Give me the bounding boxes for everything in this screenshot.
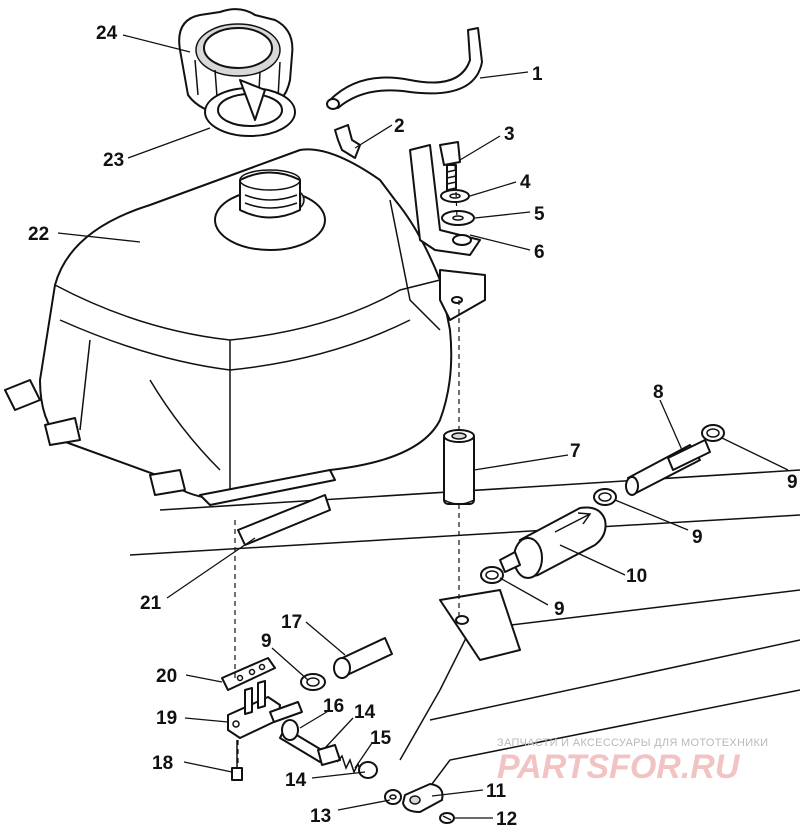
valve-knob — [402, 783, 444, 813]
spacer-tube — [443, 429, 475, 505]
callout-9-lower: 9 — [554, 599, 565, 620]
fuel-filter — [499, 506, 607, 579]
callout-17: 17 — [281, 612, 302, 633]
fuel-line-upper — [625, 439, 711, 496]
fuel-tank — [4, 148, 453, 506]
assembly-lines — [234, 164, 460, 765]
callout-19: 19 — [156, 708, 177, 729]
vent-fitting — [334, 124, 361, 159]
watermark: ЗАПЧАСТИ И АКСЕССУАРЫ ДЛЯ МОТОТЕХНИКИ PA… — [497, 737, 768, 786]
o-ring — [384, 789, 402, 805]
valve-gasket — [221, 657, 276, 691]
fuel-cap — [178, 8, 294, 117]
callout-5: 5 — [534, 204, 545, 225]
callout-15: 15 — [370, 728, 392, 749]
callout-8: 8 — [653, 382, 664, 403]
callout-6: 6 — [534, 242, 545, 263]
valve-stem — [279, 719, 341, 766]
watermark-tagline: ЗАПЧАСТИ И АКСЕССУАРЫ ДЛЯ МОТОТЕХНИКИ — [497, 737, 768, 749]
flat-washer — [441, 210, 475, 226]
callout-1: 1 — [532, 64, 543, 85]
callout-3: 3 — [504, 124, 515, 145]
lock-washer — [440, 189, 470, 203]
hose-clamp-upper — [701, 424, 725, 442]
mount-bolt — [439, 141, 461, 201]
callout-14-upper: 14 — [354, 702, 376, 723]
cap-gasket — [204, 79, 296, 137]
callout-4: 4 — [520, 172, 531, 193]
vent-hose — [326, 27, 483, 110]
callout-23: 23 — [103, 150, 124, 171]
callout-18: 18 — [152, 753, 173, 774]
leader-lines — [57, 34, 789, 819]
callout-9-mid: 9 — [692, 527, 703, 548]
valve-screw — [231, 740, 243, 781]
callout-12: 12 — [496, 809, 517, 828]
hose-clamp-lower — [480, 566, 504, 584]
callout-20: 20 — [156, 666, 177, 687]
callout-2: 2 — [394, 116, 405, 137]
callout-7: 7 — [570, 441, 581, 462]
callout-13: 13 — [310, 806, 331, 827]
hose-clamp-mid — [593, 488, 617, 506]
callout-16: 16 — [323, 696, 344, 717]
frame-mount-bracket — [439, 589, 521, 661]
callout-labels: 1 2 3 4 5 6 7 8 9 9 10 9 11 12 13 14 15 … — [28, 23, 798, 828]
fuel-valve — [227, 680, 303, 739]
callout-11: 11 — [486, 781, 507, 802]
tank-pad — [237, 494, 331, 546]
callout-21: 21 — [140, 593, 162, 614]
watermark-logo: PARTSFOR.RU — [497, 748, 741, 786]
callout-9-valve: 9 — [261, 631, 272, 652]
fuel-hose-lower — [333, 637, 393, 679]
callout-10: 10 — [626, 566, 647, 587]
callout-14-lower: 14 — [285, 770, 307, 791]
knob-screw — [439, 812, 455, 824]
callout-22: 22 — [28, 224, 49, 245]
hose-clamp-valve — [300, 673, 326, 691]
callout-24: 24 — [96, 23, 118, 44]
callout-9-upper: 9 — [787, 472, 798, 493]
valve-seal — [358, 761, 378, 779]
